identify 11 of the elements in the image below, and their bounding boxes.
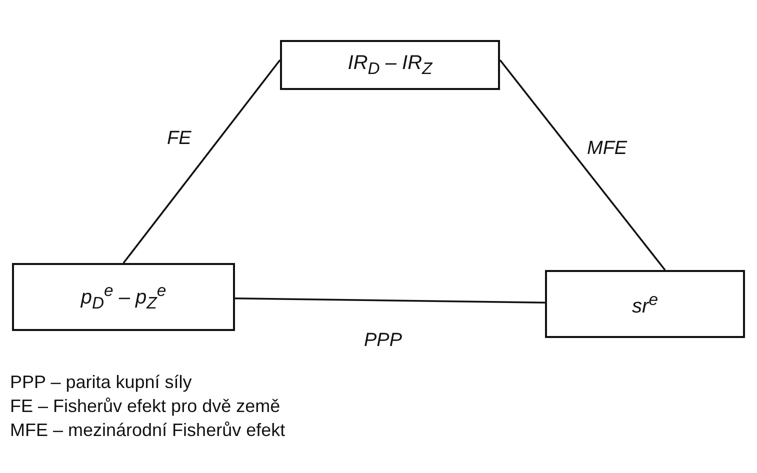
abbreviation-note: PPP – parita kupní síly	[10, 372, 192, 393]
formula-text: sr$^{e}$	[632, 290, 658, 318]
term-box	[12, 263, 235, 331]
abbreviation-note: MFE – mezinárodní Fisherův efekt	[10, 420, 286, 441]
connector-line	[234, 297, 546, 304]
abbreviation-note: FE – Fisherův efekt pro dvě země	[10, 396, 280, 417]
term-box	[545, 270, 745, 338]
connector-line	[122, 59, 281, 264]
connector-line	[499, 59, 666, 271]
term-box	[280, 40, 500, 90]
formula-text: IR$_{D}$ – IR$_{Z}$	[348, 52, 432, 78]
